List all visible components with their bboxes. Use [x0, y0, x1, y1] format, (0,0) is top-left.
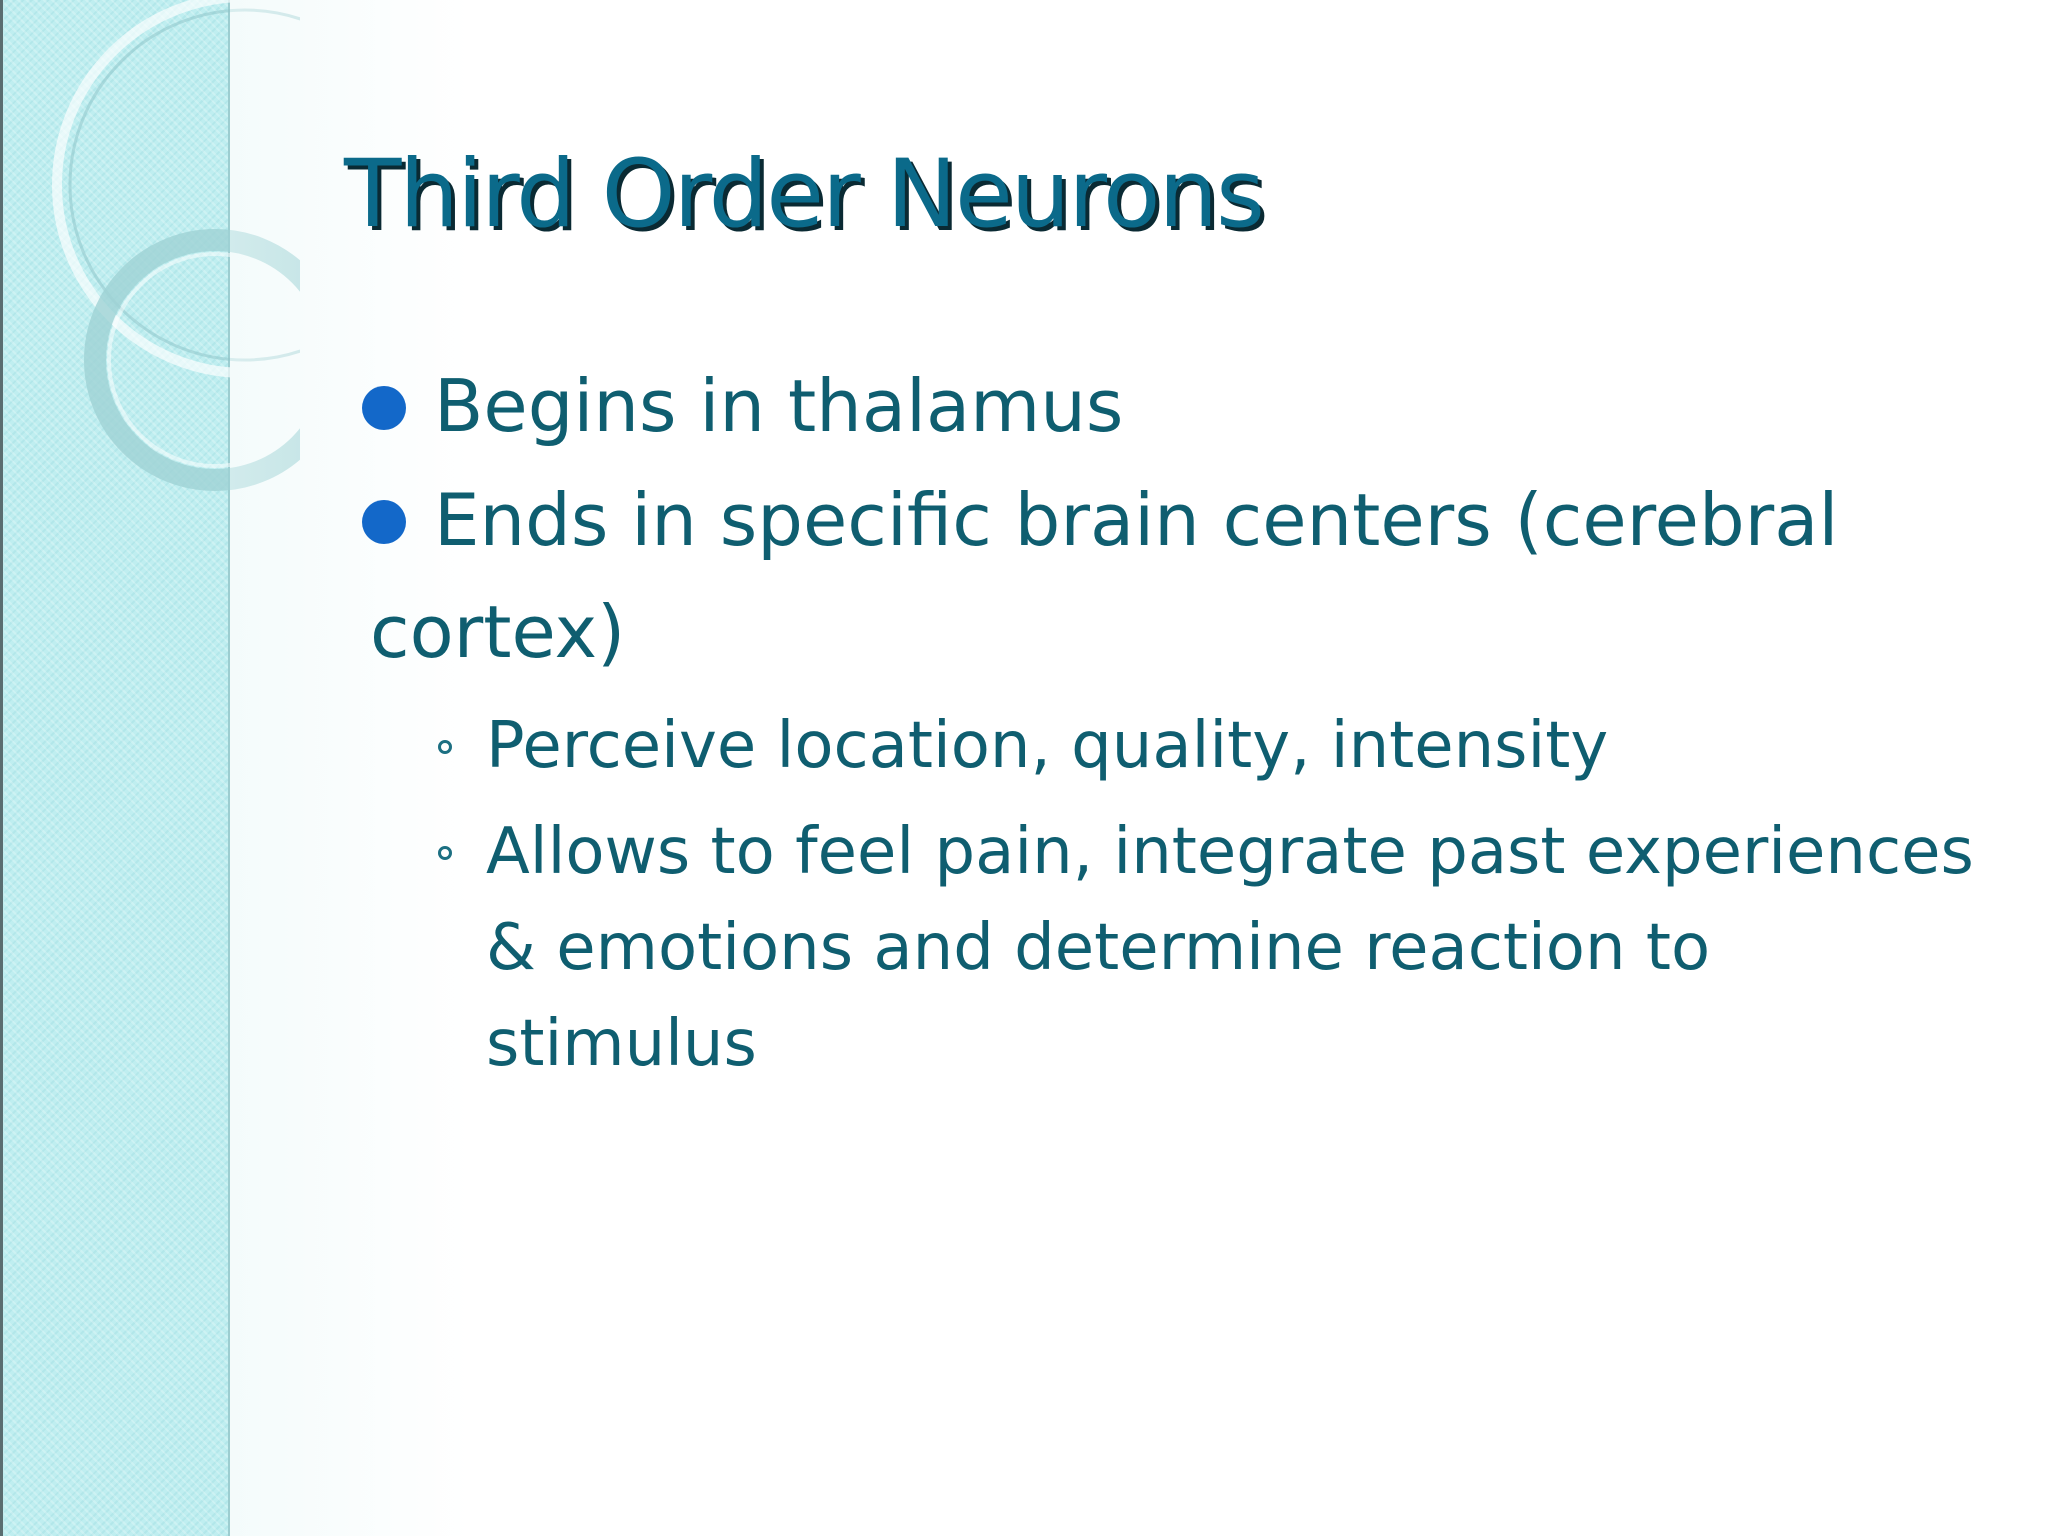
filled-circle-bullet-icon	[362, 386, 406, 430]
hollow-circle-bullet-icon	[438, 846, 452, 860]
bullet-item: Begins in thalamus	[362, 350, 2002, 462]
sub-bullet-item: Perceive location, quality, intensity	[362, 698, 2002, 794]
content-fade	[230, 0, 470, 1536]
slide-title: Third Order Neurons	[344, 140, 1265, 249]
bullet-item: Ends in specific brain centers (cerebral…	[362, 464, 2002, 688]
sub-bullet-item: Allows to feel pain, integrate past expe…	[362, 804, 2002, 1092]
sub-bullet-text: Perceive location, quality, intensity	[486, 709, 1609, 783]
sub-bullet-text-line: Allows to feel pain, integrate past expe…	[486, 815, 1974, 889]
bullet-text-line: Ends in specific brain centers (cerebral	[434, 478, 1839, 562]
side-band-edge	[0, 0, 3, 1536]
bullet-list: Begins in thalamus Ends in specific brai…	[362, 350, 2002, 1092]
sub-bullet-text-line: stimulus	[486, 1007, 757, 1081]
filled-circle-bullet-icon	[362, 500, 406, 544]
sub-bullet-text-line: & emotions and determine reaction to	[486, 911, 1711, 985]
hollow-circle-bullet-icon	[438, 740, 452, 754]
bullet-text-line: cortex)	[370, 590, 626, 674]
bullet-text: Begins in thalamus	[434, 364, 1124, 448]
